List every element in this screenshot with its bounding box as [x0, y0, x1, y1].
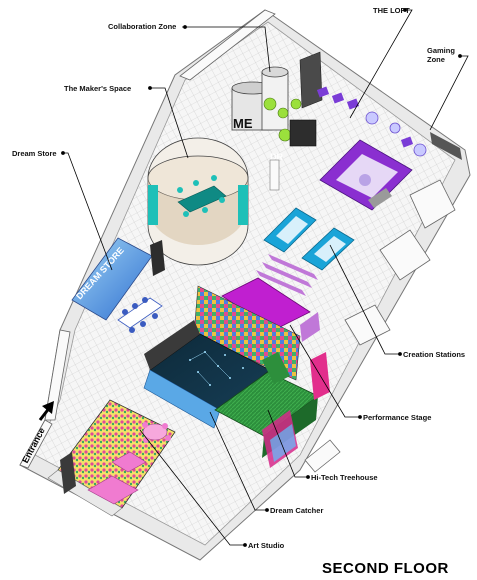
floor-title: SECOND FLOOR: [322, 560, 449, 577]
label-art-studio: Art Studio: [248, 541, 285, 550]
label-creation-stations: Creation Stations: [403, 350, 466, 359]
loft-lounge: [319, 139, 413, 211]
label-hi-tech-treehouse: Hi-Tech Treehouse: [311, 473, 378, 482]
label-dream-catcher: Dream Catcher: [270, 506, 324, 515]
svg-text:DR: DR: [270, 152, 283, 162]
leader-lines: [61, 8, 469, 547]
creation-stations: [256, 207, 355, 296]
makers-space: [147, 137, 280, 266]
dream-catcher: [143, 320, 271, 429]
label-dream-store: Dream Store: [12, 149, 57, 158]
label-the-loft: THE LOFT: [373, 6, 410, 15]
loft-letters: ME: [233, 116, 253, 131]
outer-walls: [19, 9, 456, 473]
collaboration-zone: ME DR: [231, 51, 323, 162]
label-performance-stage: Performance Stage: [363, 413, 432, 422]
label-collaboration-zone: Collaboration Zone: [108, 22, 177, 31]
label-makers-space: The Maker's Space: [64, 84, 132, 93]
entrance-arrow-icon: [38, 401, 54, 421]
label-gaming-zone: Gaming Zone: [427, 46, 455, 64]
art-studio: [47, 399, 176, 517]
